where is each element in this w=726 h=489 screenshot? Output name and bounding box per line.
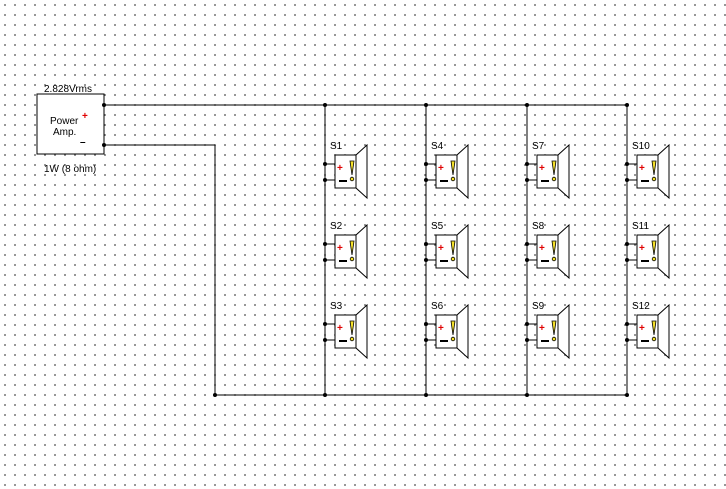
speaker-indicator-dot-icon (651, 176, 657, 182)
speaker-label: S7 (532, 141, 545, 152)
junction-dot (625, 393, 629, 397)
junction-dot (525, 393, 529, 397)
speaker-overload-indicator-icon (651, 320, 657, 336)
speaker-label: S4 (431, 141, 444, 152)
speaker-overload-indicator-icon (551, 320, 557, 336)
speaker-indicator-dot-icon (551, 256, 557, 262)
speaker-cone (657, 223, 670, 280)
speaker-indicator-dot-icon (551, 336, 557, 342)
speaker-cone (657, 143, 670, 200)
speaker-cone (657, 303, 670, 360)
amp-voltage-label: 2.828Vrms (44, 84, 92, 95)
junction-dot (213, 393, 217, 397)
junction-dot (424, 103, 428, 107)
amp-minus-terminal-symbol: – (80, 137, 86, 148)
power-amp[interactable]: 2.828Vrms Power Amp. + – 1W (8 ohm) (36, 84, 105, 175)
speaker-overload-indicator-icon (349, 160, 355, 176)
speaker-plus-symbol: + (438, 243, 444, 254)
speaker-s5[interactable]: + S5 (426, 221, 469, 280)
speaker-cone (557, 143, 570, 200)
junction-dot (323, 103, 327, 107)
speaker-plus-symbol: + (438, 323, 444, 334)
speaker-plus-symbol: + (639, 243, 645, 254)
speaker-label: S12 (632, 301, 650, 312)
speaker-cone (355, 143, 368, 200)
speaker-indicator-dot-icon (651, 256, 657, 262)
speaker-cone (557, 223, 570, 280)
speaker-indicator-dot-icon (450, 336, 456, 342)
speaker-s11[interactable]: + S11 (627, 221, 670, 280)
speaker-label: S3 (330, 301, 343, 312)
speaker-label: S6 (431, 301, 444, 312)
speaker-label: S5 (431, 221, 444, 232)
speaker-cone (456, 143, 469, 200)
speaker-label: S10 (632, 141, 650, 152)
speaker-s8[interactable]: + S8 (527, 221, 570, 280)
amp-rating-label: 1W (8 ohm) (44, 164, 96, 175)
junctions (102, 103, 629, 397)
speaker-plus-symbol: + (639, 163, 645, 174)
speaker-s12[interactable]: + S12 (627, 301, 670, 360)
amp-name-line2: Amp. (53, 127, 76, 138)
speaker-label: S9 (532, 301, 545, 312)
speaker-s7[interactable]: + S7 (527, 141, 570, 200)
speaker-plus-symbol: + (539, 243, 545, 254)
speaker-overload-indicator-icon (551, 240, 557, 256)
wires (104, 104, 628, 396)
speaker-indicator-dot-icon (450, 176, 456, 182)
junction-dot (424, 393, 428, 397)
junction-dot (525, 103, 529, 107)
speaker-overload-indicator-icon (450, 160, 456, 176)
speaker-indicator-dot-icon (450, 256, 456, 262)
speakers: + S1 + S2 + S3 + S4 + S5 + S6 + S7 + S8 + S9 + S10 + S11 + S12 (325, 141, 670, 360)
speaker-plus-symbol: + (337, 163, 343, 174)
speaker-plus-symbol: + (639, 323, 645, 334)
speaker-plus-symbol: + (539, 163, 545, 174)
speaker-overload-indicator-icon (349, 320, 355, 336)
speaker-cone (456, 303, 469, 360)
speaker-overload-indicator-icon (651, 240, 657, 256)
speaker-overload-indicator-icon (450, 320, 456, 336)
speaker-plus-symbol: + (337, 243, 343, 254)
speaker-cone (355, 223, 368, 280)
speaker-s6[interactable]: + S6 (426, 301, 469, 360)
speaker-s3[interactable]: + S3 (325, 301, 368, 360)
power-amp-box (36, 93, 105, 155)
speaker-s4[interactable]: + S4 (426, 141, 469, 200)
speaker-indicator-dot-icon (349, 336, 355, 342)
speaker-plus-symbol: + (337, 323, 343, 334)
speaker-overload-indicator-icon (551, 160, 557, 176)
speaker-indicator-dot-icon (551, 176, 557, 182)
speaker-cone (355, 303, 368, 360)
speaker-s2[interactable]: + S2 (325, 221, 368, 280)
speaker-indicator-dot-icon (349, 256, 355, 262)
speaker-label: S1 (330, 141, 343, 152)
speaker-overload-indicator-icon (450, 240, 456, 256)
junction-dot (102, 143, 106, 147)
amp-plus-terminal-symbol: + (82, 111, 88, 122)
speaker-s10[interactable]: + S10 (627, 141, 670, 200)
speaker-overload-indicator-icon (651, 160, 657, 176)
speaker-cone (456, 223, 469, 280)
amp-name-line1: Power (50, 116, 79, 127)
speaker-label: S11 (632, 221, 649, 232)
speaker-indicator-dot-icon (349, 176, 355, 182)
speaker-cone (557, 303, 570, 360)
speaker-plus-symbol: + (438, 163, 444, 174)
junction-dot (323, 393, 327, 397)
speaker-s9[interactable]: + S9 (527, 301, 570, 360)
speaker-label: S8 (532, 221, 545, 232)
speaker-indicator-dot-icon (651, 336, 657, 342)
speaker-plus-symbol: + (539, 323, 545, 334)
junction-dot (102, 103, 106, 107)
speaker-overload-indicator-icon (349, 240, 355, 256)
speaker-label: S2 (330, 221, 343, 232)
speaker-s1[interactable]: + S1 (325, 141, 368, 200)
junction-dot (625, 103, 629, 107)
